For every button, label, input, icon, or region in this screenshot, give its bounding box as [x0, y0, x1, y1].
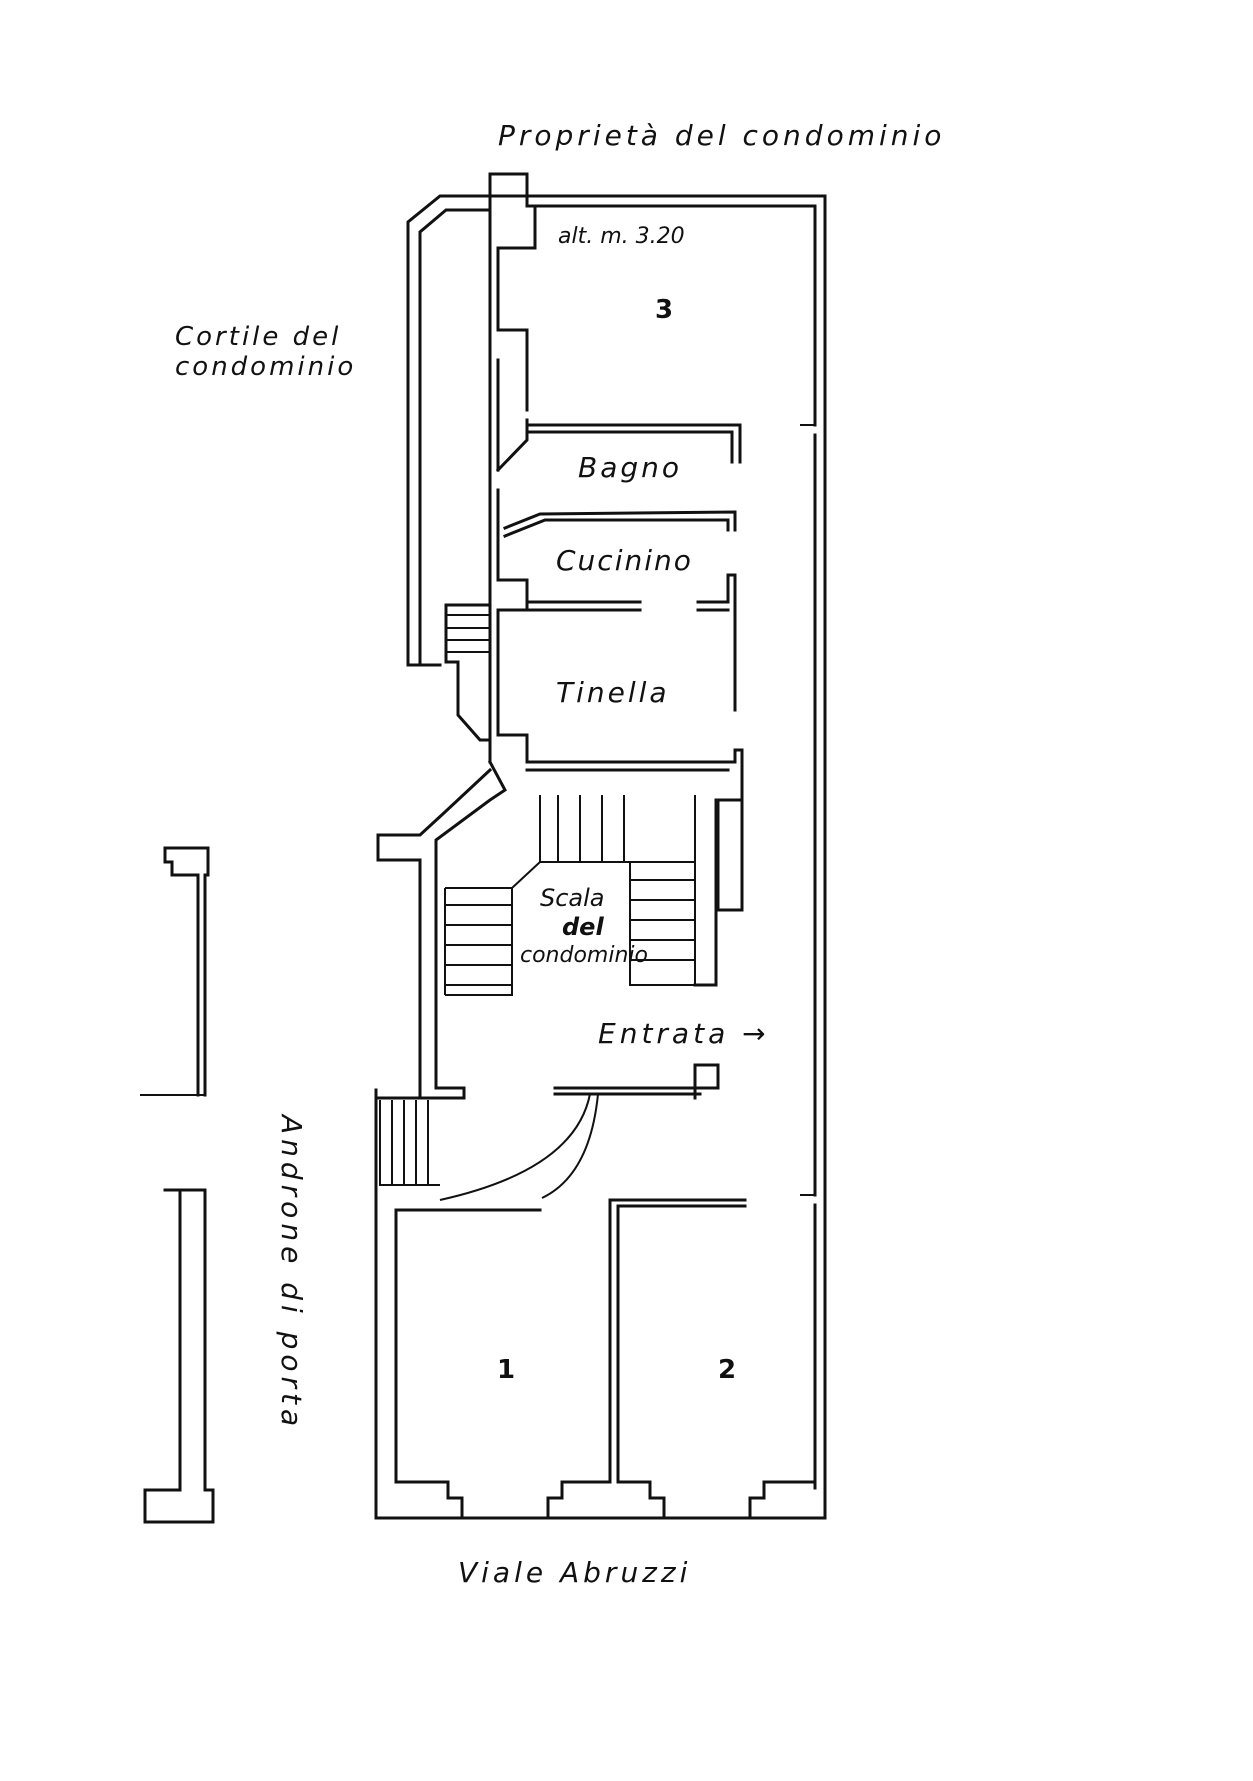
- label-bathroom: Bagno: [578, 451, 682, 484]
- label-room-3: 3: [655, 295, 673, 325]
- entrance-hall: [374, 1063, 747, 1212]
- label-passage: Androne di porta: [275, 1113, 308, 1431]
- common-stair: [376, 759, 718, 1100]
- label-stair-1: Scala: [540, 884, 605, 912]
- text-labels: Proprietà del condominio Cortile del con…: [175, 119, 945, 1589]
- label-height: alt. m. 3.20: [558, 224, 685, 249]
- label-room-2: 2: [718, 1355, 736, 1385]
- label-courtyard-1: Cortile del: [175, 322, 341, 352]
- label-room-1: 1: [497, 1355, 515, 1385]
- label-entrance: Entrata →: [598, 1017, 770, 1050]
- label-top-property: Proprietà del condominio: [498, 119, 945, 152]
- passage-walls: [140, 846, 215, 1524]
- interior-partitions: [503, 423, 744, 912]
- label-stair-3: condominio: [520, 943, 648, 968]
- outer-walls: [374, 194, 827, 1520]
- spine-wall: [406, 172, 537, 764]
- label-kitchenette: Cucinino: [556, 544, 693, 577]
- label-street: Viale Abruzzi: [458, 1556, 691, 1589]
- label-stair-2: del: [562, 913, 604, 941]
- label-courtyard-2: condominio: [175, 352, 356, 382]
- label-dining: Tinella: [556, 676, 670, 709]
